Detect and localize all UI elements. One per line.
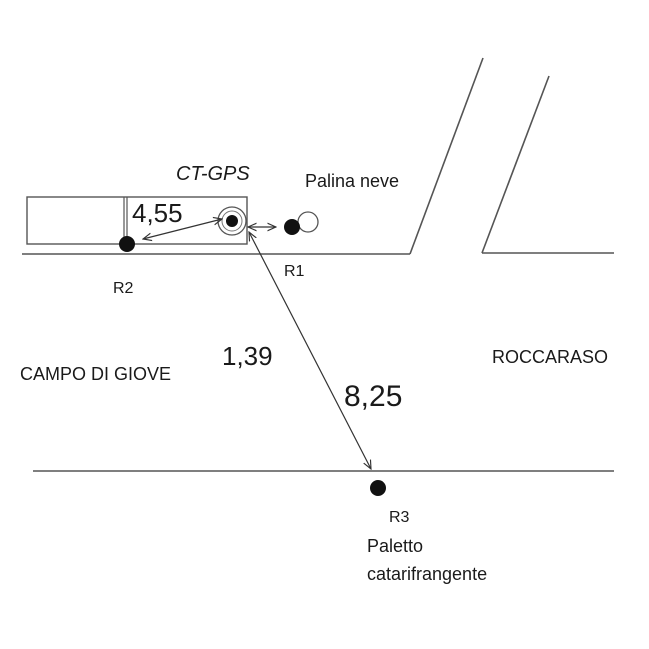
paletto-label-line1: Paletto (367, 536, 423, 556)
campo-di-giove-label: CAMPO DI GIOVE (20, 364, 171, 384)
r1-marker (284, 219, 300, 235)
r1-label: R1 (284, 263, 305, 280)
r2-label: R2 (113, 280, 134, 297)
arrow-ct-r3 (249, 232, 371, 469)
r2-marker (119, 236, 135, 252)
diagonal-road-right (481, 75, 550, 254)
palina-neve-label: Palina neve (305, 171, 399, 191)
building-rectangle (26, 196, 248, 245)
ct-gps-label: CT-GPS (176, 163, 250, 185)
arrow-r2-ct (143, 219, 222, 239)
ct-gps-marker (226, 215, 238, 227)
diagonal-road-left (409, 57, 484, 255)
r3-label: R3 (389, 509, 410, 526)
paletto-label-line2: catarifrangente (367, 564, 487, 584)
roccaraso-label: ROCCARASO (492, 347, 608, 367)
distance-ct-r3: 8,25 (344, 380, 402, 413)
palina-neve-marker (297, 211, 319, 233)
distance-r2-ct: 4,55 (132, 198, 183, 228)
distance-ct-r1: 1,39 (222, 341, 273, 371)
r3-marker (370, 480, 386, 496)
